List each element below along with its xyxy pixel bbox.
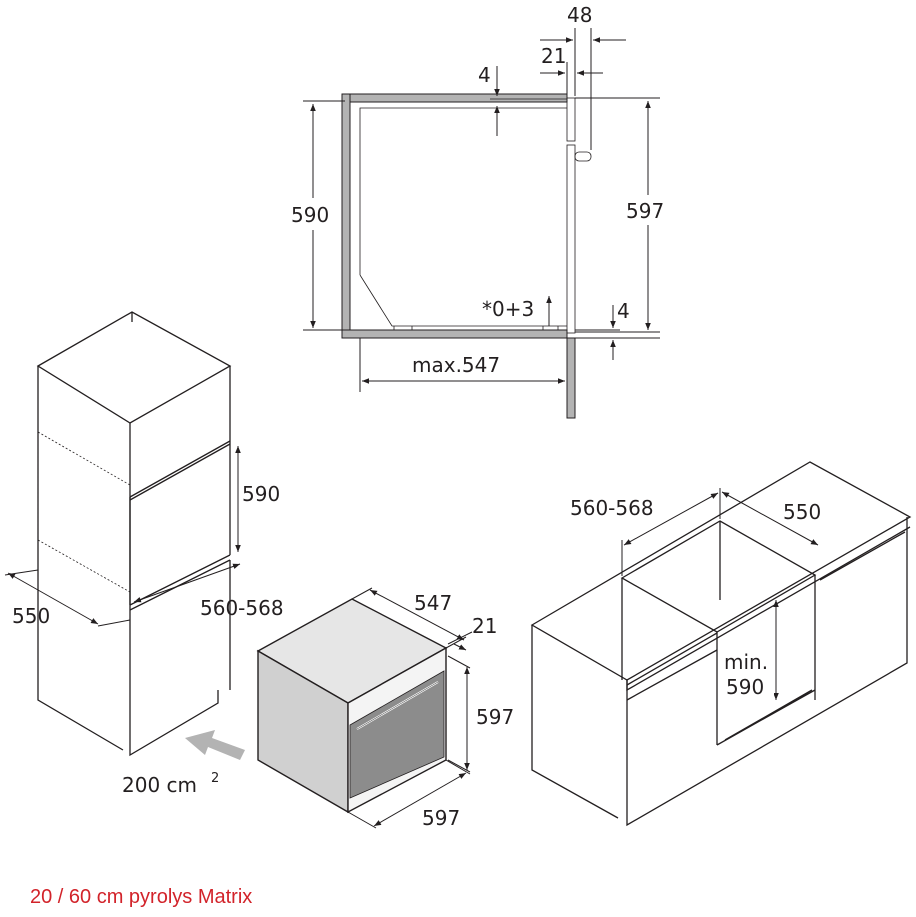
dim-label-oven-height: 597 bbox=[626, 199, 664, 223]
base-dim-width: 560-568 bbox=[570, 496, 654, 520]
oven-dim-panel: 21 bbox=[472, 614, 497, 638]
base-cabinet-body bbox=[531, 517, 908, 827]
tall-cabinet-top bbox=[36, 311, 232, 424]
base-dim-height: 590 bbox=[726, 675, 764, 699]
cabinet-bottom-shelf bbox=[341, 329, 568, 339]
dim-label-21: 21 bbox=[541, 44, 566, 68]
oven: 547 21 597 597 bbox=[256, 587, 514, 830]
dim-label-bottom-gap: 4 bbox=[617, 299, 630, 323]
oven-door-glass bbox=[349, 670, 445, 799]
tall-dim-depth: 550 bbox=[12, 604, 50, 628]
oven-dim-depth: 547 bbox=[414, 591, 452, 615]
base-cabinet: 560-568 550 min. 590 bbox=[530, 461, 912, 827]
dim-label-niche-height: 590 bbox=[291, 203, 329, 227]
oven-dim-width: 597 bbox=[422, 806, 460, 830]
tall-cabinet-niche bbox=[129, 440, 231, 690]
oven-knob bbox=[574, 151, 592, 162]
cabinet-left-wall bbox=[341, 93, 351, 339]
tall-cabinet-body bbox=[37, 366, 231, 757]
tall-cabinet-niche-back bbox=[37, 431, 131, 593]
ventilation-value: 200 cm bbox=[122, 773, 197, 797]
base-dim-height-label: min. bbox=[724, 650, 768, 674]
oven-door bbox=[566, 144, 576, 334]
section-view: 590 597 max.547 4 48 21 *0+3 4 bbox=[291, 3, 664, 419]
oven-feet bbox=[393, 326, 559, 330]
oven-front-panel-top bbox=[566, 97, 576, 142]
dim-label-depth: max.547 bbox=[412, 353, 500, 377]
dim-label-tolerance: *0+3 bbox=[482, 297, 534, 321]
cabinet-side-panel bbox=[566, 337, 576, 419]
base-dim-depth: 550 bbox=[783, 500, 821, 524]
tall-cabinet: 590 550 560-568 200 cm 2 bbox=[4, 311, 284, 797]
ventilation-unit-exponent: 2 bbox=[211, 771, 219, 786]
oven-dim-height: 597 bbox=[476, 705, 514, 729]
cabinet-top-wall bbox=[341, 93, 568, 103]
dim-label-48: 48 bbox=[567, 3, 592, 27]
ventilation-arrow-icon bbox=[185, 730, 245, 760]
product-caption: 20 / 60 cm pyrolys Matrix bbox=[30, 886, 252, 908]
base-cabinet-top bbox=[530, 461, 912, 681]
tall-dim-height: 590 bbox=[242, 482, 280, 506]
base-cabinet-opening bbox=[620, 520, 817, 633]
tall-dim-width: 560-568 bbox=[200, 596, 284, 620]
oven-outline bbox=[359, 98, 567, 327]
dim-label-top-gap: 4 bbox=[478, 63, 491, 87]
